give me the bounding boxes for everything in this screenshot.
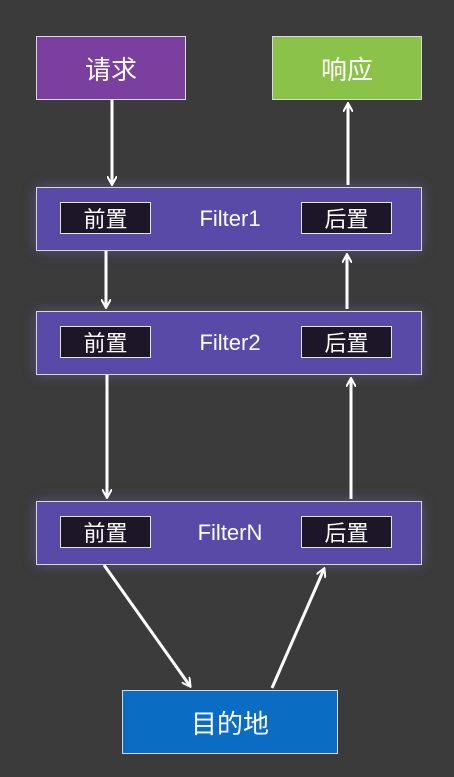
filter-n-name: FilterN — [197, 520, 263, 545]
filter-2-post-tag: 后置 — [301, 326, 392, 358]
request-node: 请求 — [36, 36, 186, 100]
response-label: 响应 — [320, 55, 373, 86]
response-node: 响应 — [272, 36, 422, 100]
filter-1-name: Filter1 — [199, 206, 261, 231]
destination-node: 目的地 — [122, 690, 338, 754]
arrow-filtern-to-destination — [102, 564, 190, 686]
filter-1-block: 前置 Filter1 后置 — [36, 187, 422, 251]
destination-label: 目的地 — [190, 709, 269, 740]
filter-2-block: 前置 Filter2 后置 — [36, 311, 422, 375]
filter-n-pre-tag: 前置 — [60, 516, 151, 548]
request-label: 请求 — [84, 55, 137, 86]
filter-1-pre-tag: 前置 — [60, 202, 151, 234]
filter-2-name: Filter2 — [199, 330, 261, 355]
filter-2-pre-tag: 前置 — [60, 326, 151, 358]
filter-1-post-tag: 后置 — [301, 202, 392, 234]
filter-n-post-tag: 后置 — [301, 516, 392, 548]
filter-n-block: 前置 FilterN 后置 — [36, 501, 422, 565]
arrow-destination-to-filtern — [270, 569, 324, 689]
